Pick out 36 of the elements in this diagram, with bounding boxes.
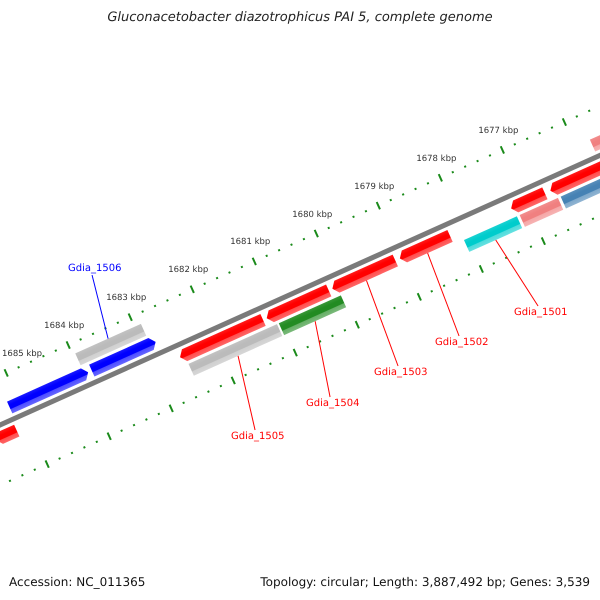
gene-label: Gdia_1503 <box>374 367 428 378</box>
gene-segment <box>0 424 20 444</box>
gene-segment <box>400 230 453 262</box>
gene-segment <box>188 324 282 376</box>
leader-line <box>427 252 460 336</box>
leader-line <box>92 274 109 340</box>
gene-segment <box>7 368 88 414</box>
gene-label: Gdia_1501 <box>514 307 568 318</box>
scale-label: 1684 kbp <box>44 321 84 331</box>
gene-segment <box>464 216 522 252</box>
scale-label: 1677 kbp <box>478 126 518 136</box>
gene-segment <box>89 338 156 377</box>
footer-text: Topology: circular; Length: 3,887,492 bp; Genes: 3,539 <box>260 575 590 589</box>
gene-segment <box>278 295 346 336</box>
leader-line <box>495 240 539 306</box>
footer-text: Accession: NC_011365 <box>9 575 146 589</box>
scale-label: 1685 kbp <box>2 348 42 359</box>
gene-label: Gdia_1502 <box>435 337 488 348</box>
leader-line <box>238 355 256 430</box>
gene-label: Gdia_1505 <box>231 431 284 442</box>
title: Gluconacetobacter diazotrophicus PAI 5, complete genome <box>107 10 493 25</box>
gene-segment <box>511 187 548 212</box>
leader-line <box>314 320 331 398</box>
gene-segment <box>332 254 398 293</box>
gene-segment <box>180 314 266 362</box>
scale-label: 1683 kbp <box>106 293 146 304</box>
gene-label: Gdia_1504 <box>306 398 360 409</box>
scale-label: 1679 kbp <box>354 182 394 192</box>
leader-line <box>366 280 399 366</box>
gene-label: Gdia_1506 <box>68 263 122 274</box>
scale-label: 1682 kbp <box>168 265 208 276</box>
gene-segment <box>520 198 564 227</box>
gene-segment <box>266 284 332 322</box>
scale-label: 1678 kbp <box>416 154 456 164</box>
scale-label: 1681 kbp <box>230 237 270 248</box>
scale-label: 1680 kbp <box>292 210 332 220</box>
